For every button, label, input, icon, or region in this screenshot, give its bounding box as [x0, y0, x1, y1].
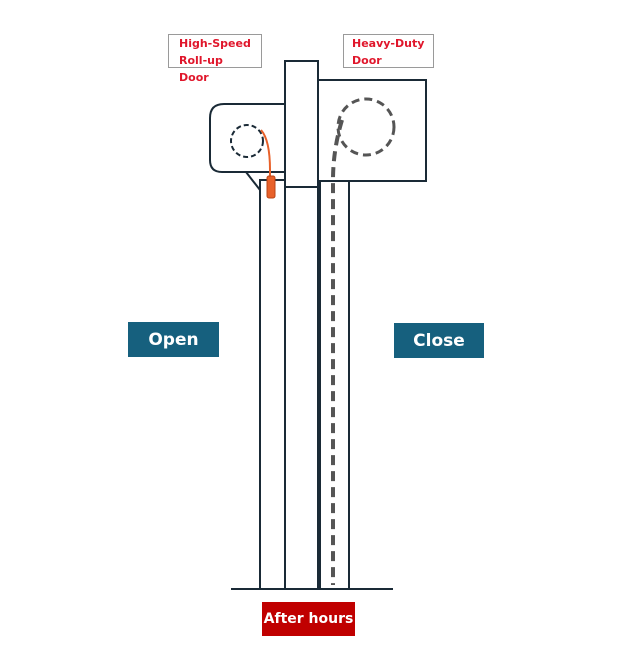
open-button[interactable]: Open	[128, 322, 219, 357]
pull-cord	[260, 129, 271, 178]
heavy-duty-roller-icon	[336, 97, 396, 157]
heavy-duty-door-path	[331, 119, 344, 585]
close-button[interactable]: Close	[394, 323, 484, 358]
high-speed-door-rail	[259, 179, 286, 590]
pull-cord-handle	[266, 175, 276, 199]
center-column	[284, 60, 319, 590]
after-hours-status: After hours	[262, 602, 355, 636]
heavy-duty-door-label: Heavy-Duty Door	[343, 34, 434, 68]
high-speed-roller-icon	[230, 124, 264, 158]
housing-bracket	[245, 171, 261, 191]
high-speed-door-housing	[209, 103, 285, 173]
high-speed-door-label: High-Speed Roll-up Door	[168, 34, 262, 84]
heavy-duty-door-housing	[317, 79, 427, 182]
